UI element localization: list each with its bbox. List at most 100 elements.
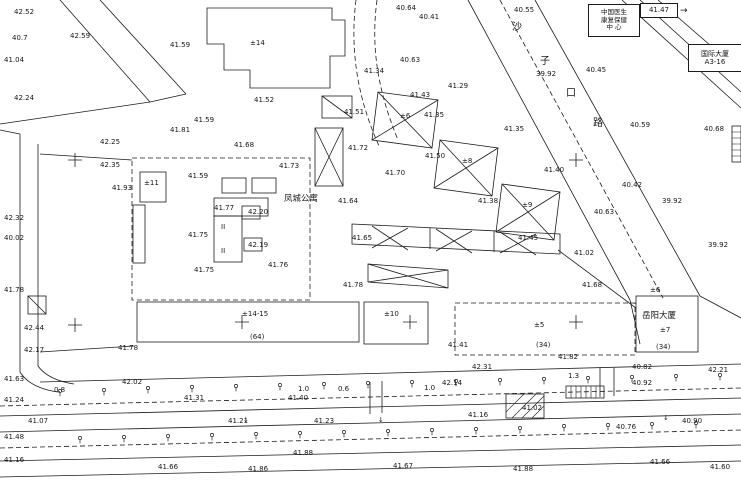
grid-cross xyxy=(68,318,82,332)
tree-symbol xyxy=(254,432,258,436)
spot-elevation-label: 41.40 xyxy=(544,166,564,174)
spot-elevation-label: 41.78 xyxy=(118,344,138,352)
spot-elevation-label: 40.82 xyxy=(632,363,652,371)
tree-symbol xyxy=(298,431,302,435)
spot-elevation-label: 40.90 xyxy=(682,417,702,425)
spot-elevation-label: 39.92 xyxy=(536,70,556,78)
spot-elevation-label: 41.29 xyxy=(448,82,468,90)
spot-elevation-label: 40.02 xyxy=(4,234,24,242)
road-width-label: 0.6 xyxy=(338,385,350,393)
spot-elevation-label: 41.59 xyxy=(188,172,208,180)
spot-elevation-label: 40.63 xyxy=(400,56,420,64)
tree-symbol xyxy=(606,423,610,427)
spot-elevation-label: 41.04 xyxy=(4,56,25,64)
unit-count-label: (34) xyxy=(656,343,671,351)
spot-elevation-label: 41.07 xyxy=(28,417,48,425)
road-name-char: 口 xyxy=(566,88,576,99)
spot-elevation-label: 39.92 xyxy=(662,197,682,205)
building-name-label: 凤城公寓 xyxy=(284,193,318,204)
spot-elevation-label: 40.64 xyxy=(396,4,417,12)
building-storey-label: ±14 xyxy=(250,39,265,47)
spot-elevation-label: 42.25 xyxy=(100,138,120,146)
tree-symbol xyxy=(498,378,502,382)
spot-elevation-label: 40.41 xyxy=(419,13,439,21)
spot-elevation-label: 41.78 xyxy=(4,286,24,294)
spot-elevation-label: 41.59 xyxy=(170,41,190,49)
road-width-label: 1.3 xyxy=(568,372,579,380)
tree-symbol xyxy=(562,424,566,428)
spot-elevation-label: 41.43 xyxy=(410,91,430,99)
spot-elevation-label: 41.73 xyxy=(279,162,299,170)
road-name-char: 沙 xyxy=(512,21,522,33)
spot-elevation-label: 41.64 xyxy=(338,197,359,205)
tree-symbol xyxy=(210,433,214,437)
spot-elevation-label: 41.21 xyxy=(228,417,248,425)
road-width-label: 1.0 xyxy=(424,384,435,392)
spot-elevation-label: 41.38 xyxy=(478,197,498,205)
tree-symbol xyxy=(278,383,282,387)
grid-cross xyxy=(569,153,583,167)
spot-elevation-label: 41.82 xyxy=(558,353,578,361)
crosswalk-hatch xyxy=(505,125,741,419)
spot-elevation-label: 41.45 xyxy=(518,234,538,242)
spot-elevation-label: 41.34 xyxy=(364,67,385,75)
spot-elevation-label: 42.44 xyxy=(24,324,45,332)
spot-elevation-label: 42.24 xyxy=(14,94,35,102)
tree-symbol xyxy=(166,434,170,438)
section-mark: II xyxy=(221,223,225,231)
spot-elevation-label: 41.88 xyxy=(513,465,533,473)
building-storey-label: ±6 xyxy=(400,112,411,120)
spot-elevation-label: 41.67 xyxy=(393,462,413,470)
spot-elevation-label: 41.93 xyxy=(112,184,132,192)
flow-arrow-icon: ↓ xyxy=(378,416,384,424)
dashed-parcel-boundaries xyxy=(131,157,636,356)
spot-elevation-label: 41.35 xyxy=(504,125,524,133)
annotation-line: 中 心 xyxy=(606,23,622,32)
spot-elevation-label: 41.77 xyxy=(214,204,234,212)
spot-elevation-label: 41.02 xyxy=(522,404,542,412)
spot-elevation-label: 41.75 xyxy=(194,266,214,274)
spot-elevation-label: 41.40 xyxy=(288,394,308,402)
spot-elevation-label: 40.68 xyxy=(704,125,724,133)
tree-symbol xyxy=(430,428,434,432)
spot-elevation-label: 41.88 xyxy=(293,449,313,457)
benchmark-elevation: 41.47 xyxy=(648,6,670,15)
spot-elevation-label: 41.81 xyxy=(170,126,190,134)
benchmark-arrow-icon: → xyxy=(680,5,688,16)
tree-symbol xyxy=(474,427,478,431)
building-name: 国际大厦 xyxy=(701,49,729,58)
flow-arrow-icon: ↓ xyxy=(663,414,669,422)
spot-elevation-label: 41.48 xyxy=(4,433,24,441)
road-name-char: 子 xyxy=(540,55,550,67)
spot-elevation-label: 40.45 xyxy=(586,66,606,74)
spot-elevation-label: 41.78 xyxy=(343,281,363,289)
spot-elevation-label: 41.68 xyxy=(582,281,602,289)
grid-cross xyxy=(403,315,417,329)
spot-elevation-label: 41.52 xyxy=(254,96,274,104)
spot-elevation-label: 41.24 xyxy=(4,396,25,404)
roadside-tree-symbols xyxy=(58,373,722,444)
building-storey-label: ±10 xyxy=(384,310,399,318)
tree-symbol xyxy=(322,382,326,386)
annotation-line: 康复保健 xyxy=(601,15,627,24)
spot-elevation-label: 42.20 xyxy=(248,208,268,216)
tree-symbol xyxy=(78,436,82,440)
benchmark-elevation-box: 41.47 xyxy=(640,3,678,18)
building-code: A3-16 xyxy=(704,58,726,66)
spot-elevation-label: 40.7 xyxy=(12,34,28,42)
tree-symbol xyxy=(386,429,390,433)
spot-elevation-label: 42.35 xyxy=(100,161,120,169)
spot-elevation-label: 40.42 xyxy=(622,181,642,189)
spot-elevation-label: 42.02 xyxy=(122,378,142,386)
unit-count-label: (64) xyxy=(250,333,265,341)
spot-elevation-label: 41.66 xyxy=(650,458,671,466)
spot-elevation-label: 41.66 xyxy=(158,463,179,471)
building-name-label: 岳阳大厦 xyxy=(642,310,677,321)
spot-elevation-label: 41.23 xyxy=(314,417,334,425)
spot-elevation-label: 42.52 xyxy=(14,8,34,16)
spot-elevation-label: 41.50 xyxy=(425,152,445,160)
tree-symbol xyxy=(366,381,370,385)
spot-elevation-label: 41.60 xyxy=(710,463,730,471)
